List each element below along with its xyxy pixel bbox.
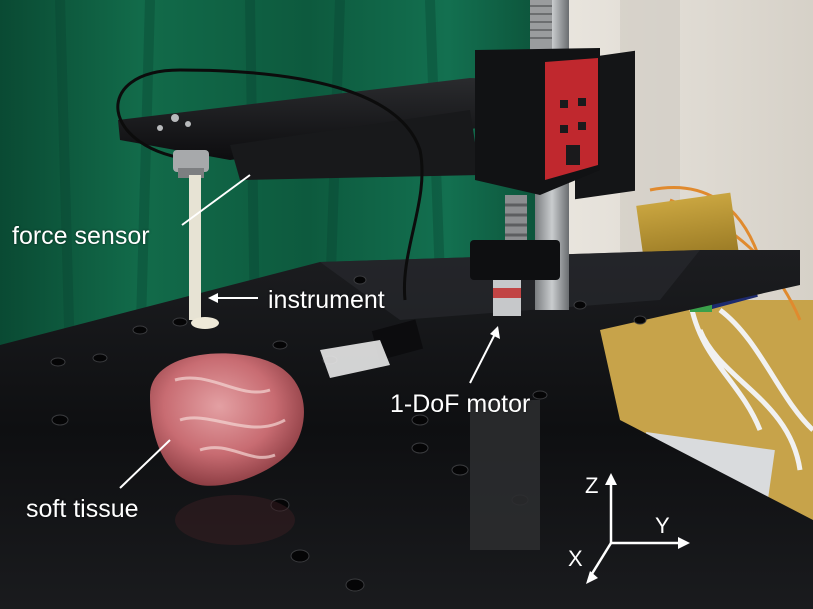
- axis-x-label: X: [568, 546, 583, 571]
- soft-tissue-sample: [150, 353, 304, 486]
- horizontal-arm: [118, 78, 540, 160]
- rail-reflection: [470, 400, 540, 550]
- tissue-reflection: [175, 495, 295, 545]
- lead-screw-top: [530, 0, 552, 50]
- motor-callout-line: [469, 331, 497, 384]
- instrument-label: instrument: [268, 286, 385, 314]
- force-sensor-collar: [178, 168, 204, 178]
- coupler-red-band: [493, 288, 521, 298]
- tissue-marbling: [174, 376, 286, 459]
- lead-screw-threads: [530, 5, 552, 39]
- sensor-cable: [116, 68, 424, 301]
- binder-clip: [371, 319, 424, 361]
- motor-label: 1-DoF motor: [390, 390, 531, 418]
- coordinate-axes: [586, 473, 690, 584]
- instrument-tip: [191, 317, 219, 329]
- force-sensor-callout-line: [181, 174, 251, 226]
- motor-block-red: [545, 58, 598, 180]
- instrument-callout-arrowhead: [208, 293, 218, 303]
- soft-tissue-label: soft tissue: [26, 495, 139, 523]
- motor-callout-arrowhead: [490, 326, 500, 339]
- force-sensor-body: [173, 150, 209, 172]
- electronics-board: [636, 192, 739, 266]
- axis-z-label: Z: [585, 473, 599, 498]
- axis-y-label: Y: [655, 513, 670, 538]
- instrument-rod: [189, 175, 201, 320]
- tissue-callout-line: [119, 439, 171, 489]
- gauze: [320, 340, 390, 378]
- ball-screw-threads: [505, 203, 527, 247]
- cables-right: [687, 299, 813, 471]
- force-sensor-label: force sensor: [12, 222, 150, 250]
- arm-underside: [230, 110, 480, 180]
- motor-block-holes: [560, 98, 586, 165]
- screw-nut-housing: [470, 240, 560, 280]
